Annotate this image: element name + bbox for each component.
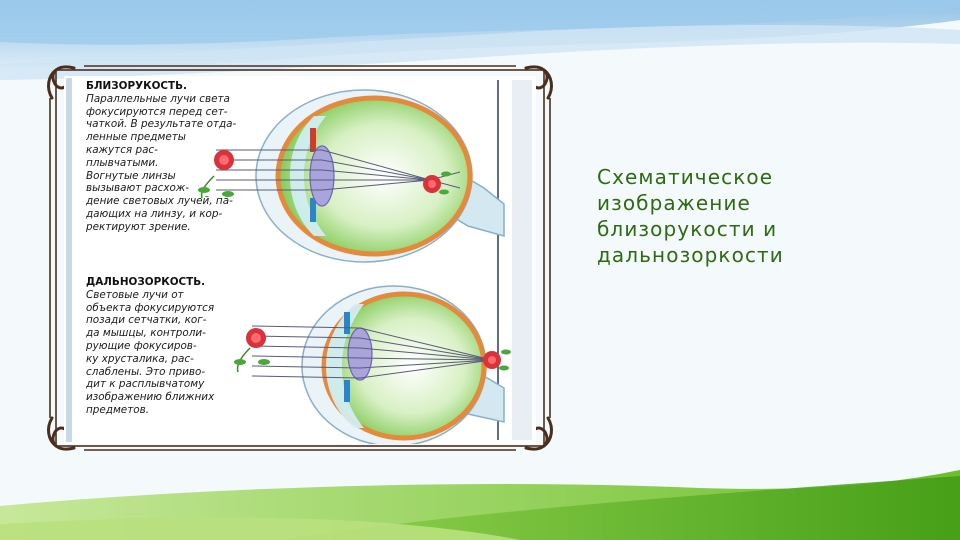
myopia-line: кажутся рас-: [86, 144, 236, 157]
hyperopia-line: позади сетчатки, ког-: [86, 314, 214, 327]
myopia-line: Вогнутые линзы: [86, 170, 236, 183]
hyperopia-line: изображению ближних: [86, 391, 214, 404]
myopia-line: плывчатыми.: [86, 157, 236, 170]
myopia-heading: БЛИЗОРУКОСТЬ.: [86, 80, 236, 93]
rose-icon: [483, 350, 511, 371]
myopia-line: ленные предметы: [86, 131, 236, 144]
myopia-line: дение световых лучей, па-: [86, 195, 236, 208]
hyperopia-line: слаблены. Это приво-: [86, 366, 214, 379]
slide-title: Схематическое изображение близорукости и…: [597, 164, 927, 268]
myopia-line: Параллельные лучи света: [86, 93, 236, 106]
myopia-description: БЛИЗОРУКОСТЬ. Параллельные лучи света фо…: [86, 80, 236, 234]
myopia-line: вызывают расхож-: [86, 182, 236, 195]
myopia-line: чаткой. В результате отда-: [86, 118, 236, 131]
slide-title-line: близорукости и: [597, 216, 927, 242]
myopia-line: фокусируются перед сет-: [86, 106, 236, 119]
hyperopia-line: Световые лучи от: [86, 289, 214, 302]
myopic-eye: [198, 90, 504, 262]
eye-diagram-panel: БЛИЗОРУКОСТЬ. Параллельные лучи света фо…: [64, 76, 536, 444]
hyperopia-line: рующие фокусиров-: [86, 340, 214, 353]
hyperopia-line: объекта фокусируются: [86, 302, 214, 315]
slide-title-line: изображение: [597, 190, 927, 216]
myopia-line: дающих на линзу, и кор-: [86, 208, 236, 221]
slide-title-line: дальнозоркости: [597, 242, 927, 268]
hyperopia-line: дит к расплывчатому: [86, 378, 214, 391]
hyperopia-heading: ДАЛЬНОЗОРКОСТЬ.: [86, 276, 214, 289]
hyperopia-line: предметов.: [86, 404, 214, 417]
rose-icon: [234, 328, 270, 372]
slide-title-line: Схематическое: [597, 164, 927, 190]
hyperopia-description: ДАЛЬНОЗОРКОСТЬ. Световые лучи от объекта…: [86, 276, 214, 417]
hyperopia-line: да мышцы, контроли-: [86, 327, 214, 340]
hyperopic-eye: [234, 286, 511, 444]
myopia-line: ректируют зрение.: [86, 221, 236, 234]
hyperopia-line: ку хрусталика, рас-: [86, 353, 214, 366]
